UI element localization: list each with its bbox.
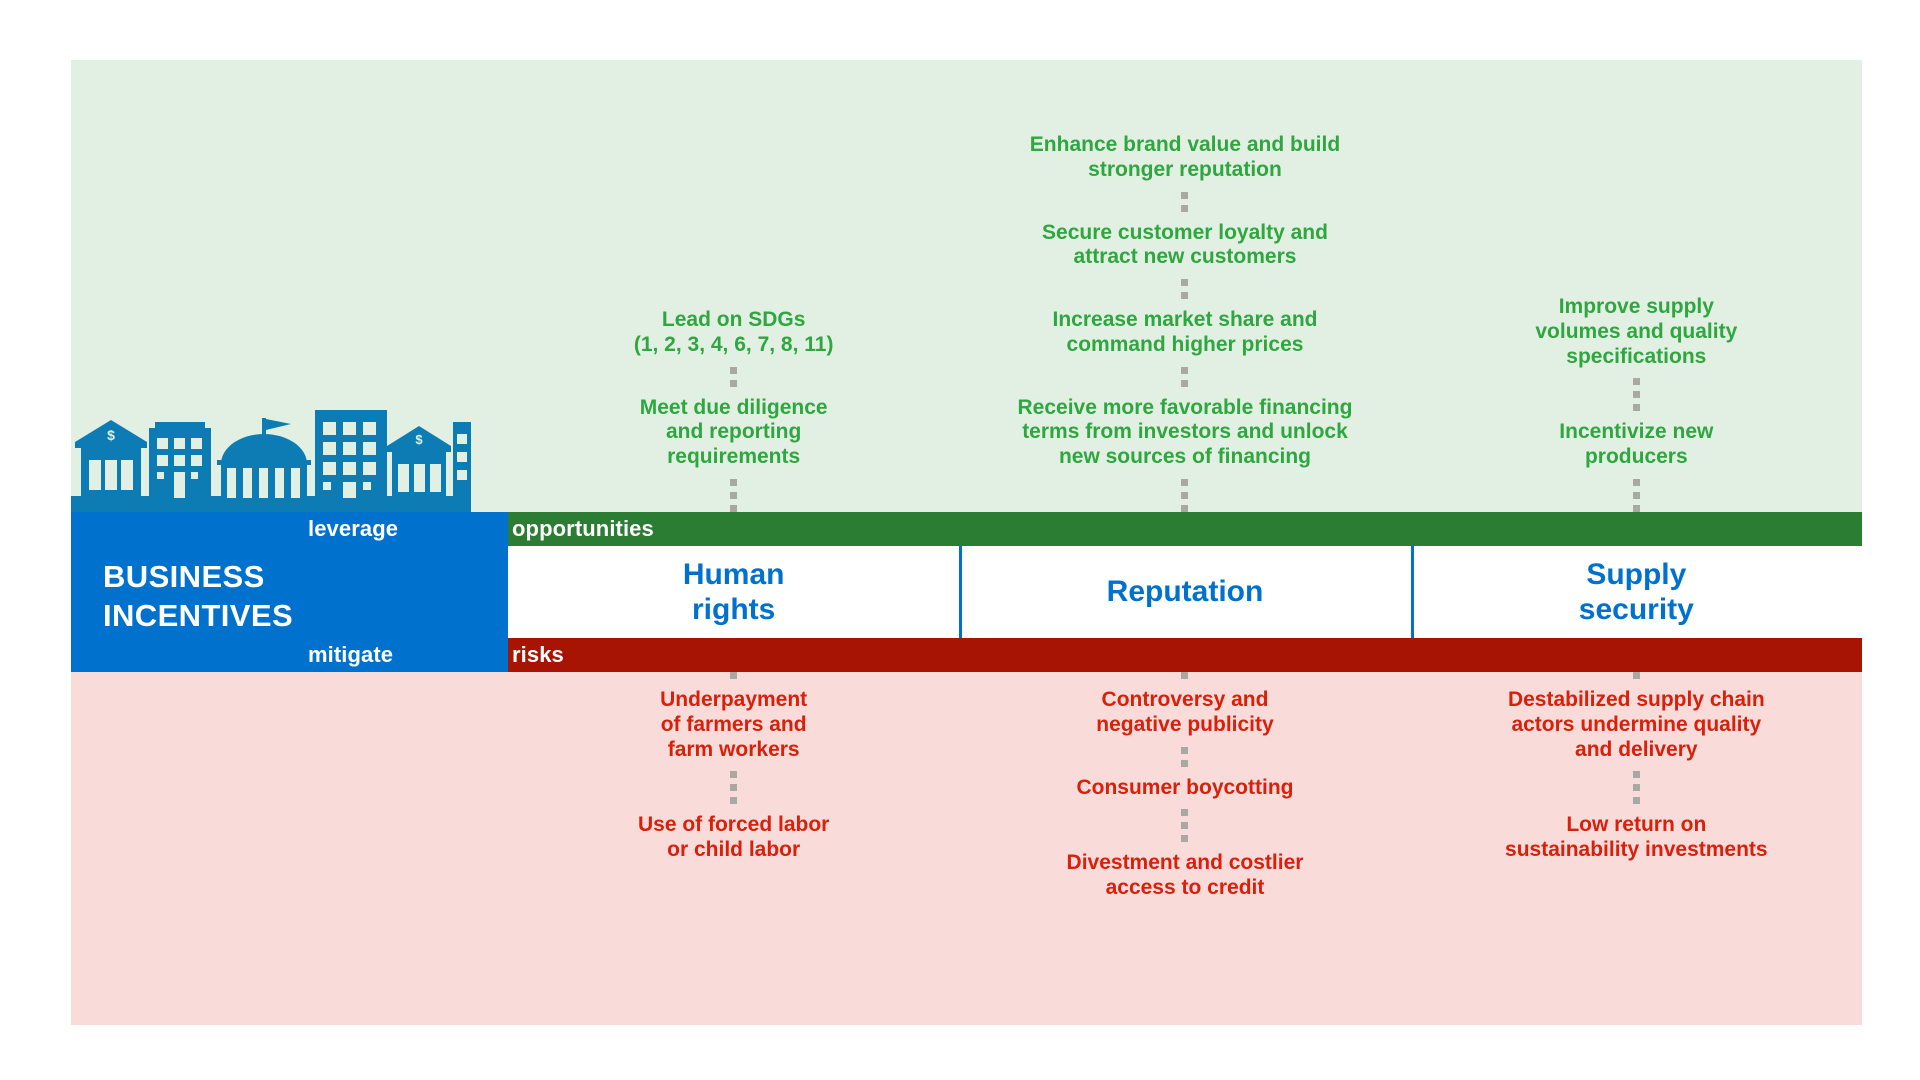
connector-dots <box>1181 672 1189 688</box>
risk-item: Consumer boycotting <box>1076 775 1294 799</box>
category-header-human-rights[interactable]: Human rights <box>682 557 785 626</box>
connector-dots <box>730 672 738 688</box>
connector-dots <box>730 358 738 396</box>
connector-dots <box>1632 762 1640 813</box>
risks-columns: Underpayment of farmers and farm workers… <box>508 672 1862 1025</box>
opportunity-item: Incentivize new producers <box>1559 420 1714 469</box>
risk-item: Use of forced labor or child labor <box>637 813 830 862</box>
opportunity-item: Receive more favorable financing terms f… <box>1017 395 1353 469</box>
svg-text:$: $ <box>415 432 423 447</box>
connector-dots <box>1632 672 1640 688</box>
business-incentives-block: BUSINESS INCENTIVES <box>71 512 508 672</box>
connector-dots <box>1181 800 1189 851</box>
category-header-row: Human rights Reputation Supply security <box>508 546 1862 638</box>
connector-dots <box>1181 738 1189 776</box>
opportunities-column-supply-security: Improve supply volumes and quality speci… <box>1411 295 1862 512</box>
category-header-reputation[interactable]: Reputation <box>959 546 1410 638</box>
opportunity-item: Meet due diligence and reporting require… <box>639 395 828 469</box>
risk-item: Destabilized supply chain actors undermi… <box>1507 688 1765 761</box>
leverage-label: leverage <box>308 516 399 541</box>
risk-item: Underpayment of farmers and farm workers <box>660 688 808 761</box>
connector-dots <box>1632 470 1640 512</box>
connector-dots <box>1181 358 1189 396</box>
risks-column-reputation: Controversy and negative publicity Consu… <box>959 672 1410 901</box>
risk-item: Controversy and negative publicity <box>1096 688 1274 736</box>
connector-dots <box>1181 470 1189 512</box>
opportunity-item: Increase market share and command higher… <box>1052 308 1318 356</box>
leverage-opportunities-bar <box>508 512 1862 546</box>
page-title: BUSINESS INCENTIVES <box>103 559 294 633</box>
connector-dots <box>1632 369 1640 420</box>
opportunity-item: Lead on SDGs (1, 2, 3, 4, 6, 7, 8, 11) <box>633 308 834 356</box>
opportunity-item: Improve supply volumes and quality speci… <box>1535 295 1738 368</box>
risk-item: Low return on sustainability investments <box>1505 813 1768 862</box>
connector-dots <box>730 470 738 512</box>
risks-background-band <box>71 672 1862 1025</box>
opportunity-item: Secure customer loyalty and attract new … <box>1042 220 1328 269</box>
opportunities-column-human-rights: Lead on SDGs (1, 2, 3, 4, 6, 7, 8, 11) M… <box>508 308 959 512</box>
opportunities-column-reputation: Enhance brand value and build stronger r… <box>959 133 1410 512</box>
mitigate-label: mitigate <box>308 642 394 667</box>
connector-dots <box>730 762 738 813</box>
connector-dots <box>1181 183 1189 221</box>
svg-text:$: $ <box>107 427 115 443</box>
risks-label: risks <box>512 642 564 667</box>
risks-column-human-rights: Underpayment of farmers and farm workers… <box>508 672 959 863</box>
opportunities-columns: Lead on SDGs (1, 2, 3, 4, 6, 7, 8, 11) M… <box>508 60 1862 512</box>
mitigate-risks-bar <box>508 638 1862 672</box>
risk-item: Divestment and costlier access to credit <box>1066 851 1304 900</box>
category-header-supply-security[interactable]: Supply security <box>1410 546 1862 638</box>
opportunity-item: Enhance brand value and build stronger r… <box>1029 133 1341 181</box>
risks-column-supply-security: Destabilized supply chain actors undermi… <box>1411 672 1862 863</box>
connector-dots <box>1181 270 1189 308</box>
opportunities-label: opportunities <box>512 516 654 541</box>
city-skyline-icon: $ $ <box>71 402 471 514</box>
